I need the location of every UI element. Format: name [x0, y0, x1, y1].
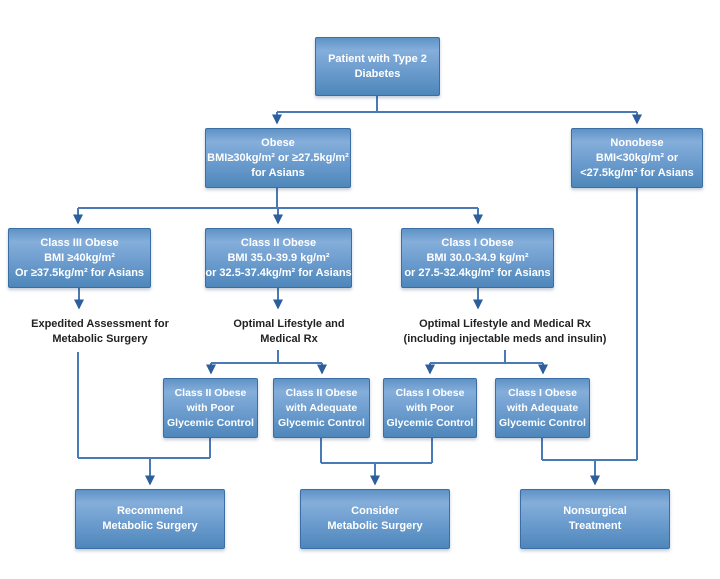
text-line: Class III Obese [40, 236, 119, 249]
text-line: or 32.5-37.4kg/m² for Asians [205, 266, 352, 279]
text-line: Metabolic Surgery [327, 520, 423, 532]
text-line: Glycemic Control [278, 416, 365, 429]
text-line: Patient with Type 2 [328, 52, 427, 65]
text-line: BMI≥30kg/m² or ≥27.5kg/m² [207, 151, 349, 164]
text-line: for Asians [251, 166, 305, 179]
text-line: Glycemic Control [167, 416, 254, 429]
text-line: Expedited Assessment for [31, 318, 169, 330]
text-line: BMI 30.0-34.9 kg/m² [426, 251, 529, 264]
text-line: or 27.5-32.4kg/m² for Asians [404, 266, 551, 279]
text-line: Treatment [568, 520, 622, 532]
text-line: Obese [261, 136, 295, 149]
text-line: <27.5kg/m² for Asians [580, 166, 694, 179]
text-line: Consider [351, 505, 399, 517]
text-line: Class II Obese [285, 386, 358, 399]
text-line: Optimal Lifestyle and [233, 318, 345, 330]
text-line: Recommend [116, 505, 184, 517]
text-line: Class I Obese [395, 386, 465, 399]
text-line: BMI<30kg/m² or [595, 151, 679, 164]
text-line: with Poor [186, 401, 235, 414]
text-line: Nonsurgical [563, 505, 627, 517]
text-line: with Poor [406, 401, 454, 414]
text-line: BMI ≥40kg/m² [44, 251, 115, 264]
text-line: Class II Obese [174, 386, 247, 399]
text-line: Metabolic Surgery [52, 333, 148, 345]
text-line: Class II Obese [240, 236, 317, 249]
text-line: Glycemic Control [499, 416, 586, 429]
text-line: (including injectable meds and insulin) [403, 333, 607, 345]
text-line: Medical Rx [260, 333, 318, 345]
text-line: Class I Obese [441, 236, 514, 249]
text-line: Diabetes [354, 67, 401, 80]
text-line: BMI 35.0-39.9 kg/m² [227, 251, 330, 264]
text-line: Glycemic Control [386, 416, 474, 429]
text-line: Nonobese [610, 136, 664, 149]
text-line: with Adequate [506, 401, 579, 414]
node-patient-type2-diabetes: Patient with Type 2 Diabetes [315, 37, 440, 96]
label-optimal-lifestyle-class1: Optimal Lifestyle and Medical Rx (includi… [389, 317, 621, 347]
text-line: Class I Obese [508, 386, 577, 399]
text-line: Optimal Lifestyle and Medical Rx [419, 318, 591, 330]
text-line: Metabolic Surgery [102, 520, 198, 532]
text-line: with Adequate [285, 401, 358, 414]
text-line: Or ≥37.5kg/m² for Asians [14, 266, 145, 279]
